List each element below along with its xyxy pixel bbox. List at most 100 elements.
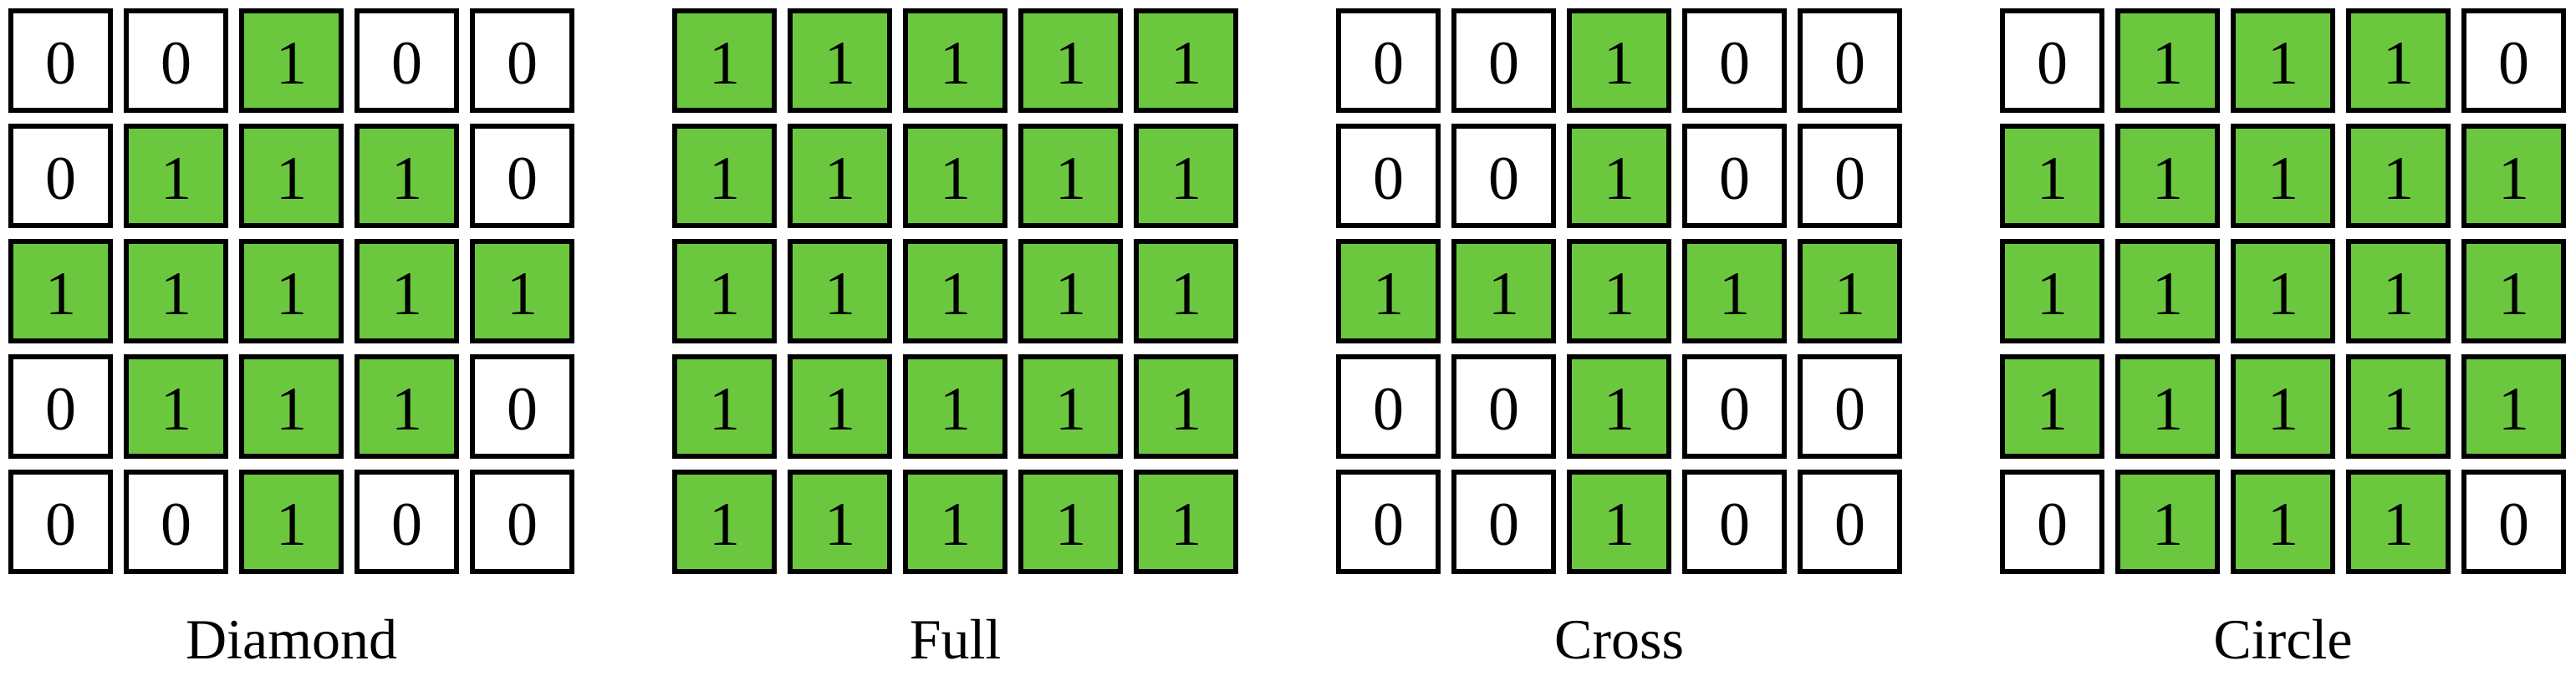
grid-cell-one: 1 <box>1018 124 1123 228</box>
grid-cell-one: 1 <box>239 124 344 228</box>
grid-cell-zero: 0 <box>1336 8 1441 113</box>
grid-cell-one: 1 <box>1798 239 1902 343</box>
grid-cell-zero: 0 <box>8 470 113 574</box>
grid-cell-one: 1 <box>1018 470 1123 574</box>
grid-cell-one: 1 <box>2231 470 2335 574</box>
grid-cell-one: 1 <box>788 354 892 459</box>
grid-label-cross: Cross <box>1554 607 1684 671</box>
grid-cell-zero: 0 <box>1451 354 1556 459</box>
grid-cell-one: 1 <box>1567 239 1671 343</box>
grid-cell-one: 1 <box>239 354 344 459</box>
grid-cell-zero: 0 <box>1798 8 1902 113</box>
grid-cell-zero: 0 <box>1451 470 1556 574</box>
grid-cell-one: 1 <box>2461 124 2566 228</box>
grid-cell-one: 1 <box>1336 239 1441 343</box>
grid-cell-zero: 0 <box>8 354 113 459</box>
grid-cell-zero: 0 <box>1682 470 1787 574</box>
grid-cell-zero: 0 <box>8 8 113 113</box>
grid-cell-one: 1 <box>1567 124 1671 228</box>
grid-cell-one: 1 <box>2461 354 2566 459</box>
grid-cell-one: 1 <box>1567 470 1671 574</box>
grid-cell-zero: 0 <box>2000 470 2104 574</box>
grid-cell-one: 1 <box>8 239 113 343</box>
grid-cell-zero: 0 <box>470 470 574 574</box>
grid-cell-one: 1 <box>239 239 344 343</box>
grid-cell-one: 1 <box>903 8 1007 113</box>
grid-cell-one: 1 <box>2115 8 2220 113</box>
grid-cell-zero: 0 <box>124 470 228 574</box>
grid-cell-one: 1 <box>1134 470 1238 574</box>
grid-cell-one: 1 <box>1451 239 1556 343</box>
grid-cell-zero: 0 <box>470 8 574 113</box>
grid-cell-one: 1 <box>2115 124 2220 228</box>
grid-cell-one: 1 <box>788 124 892 228</box>
grid-cell-one: 1 <box>124 354 228 459</box>
grid-cell-one: 1 <box>355 354 459 459</box>
grid-cell-one: 1 <box>903 354 1007 459</box>
grid-cell-one: 1 <box>903 470 1007 574</box>
grid-cell-zero: 0 <box>1451 124 1556 228</box>
grid-cell-one: 1 <box>788 470 892 574</box>
grid-cell-one: 1 <box>1018 354 1123 459</box>
grid-cell-one: 1 <box>2000 354 2104 459</box>
grid-cell-one: 1 <box>355 124 459 228</box>
grid-cell-one: 1 <box>1134 8 1238 113</box>
grid-cell-one: 1 <box>788 239 892 343</box>
grid-cell-one: 1 <box>2346 239 2451 343</box>
grid-cell-one: 1 <box>2346 470 2451 574</box>
grid-cell-one: 1 <box>2115 354 2220 459</box>
grid-cell-one: 1 <box>1134 354 1238 459</box>
grid-cell-one: 1 <box>124 239 228 343</box>
grid-cell-zero: 0 <box>1336 124 1441 228</box>
grid-cell-one: 1 <box>1134 124 1238 228</box>
grid-cell-zero: 0 <box>1336 470 1441 574</box>
grid-cell-one: 1 <box>903 239 1007 343</box>
grid-cell-zero: 0 <box>8 124 113 228</box>
grid-cell-one: 1 <box>2346 354 2451 459</box>
grid-cell-one: 1 <box>2346 124 2451 228</box>
grid-cell-one: 1 <box>672 470 777 574</box>
grid-cell-one: 1 <box>2346 8 2451 113</box>
grid-cell-zero: 0 <box>470 354 574 459</box>
grid-cell-one: 1 <box>239 470 344 574</box>
grid-cell-one: 1 <box>470 239 574 343</box>
grid-cell-zero: 0 <box>1682 354 1787 459</box>
grid-cell-one: 1 <box>672 354 777 459</box>
grid-cell-one: 1 <box>1567 8 1671 113</box>
grid-cell-one: 1 <box>2231 354 2335 459</box>
grid-cell-one: 1 <box>2461 239 2566 343</box>
grid-cell-one: 1 <box>355 239 459 343</box>
grid-cell-one: 1 <box>1018 8 1123 113</box>
grid-cell-zero: 0 <box>2000 8 2104 113</box>
grid-label-circle: Circle <box>2213 607 2353 671</box>
grid-cell-one: 1 <box>1567 354 1671 459</box>
grid-cell-zero: 0 <box>1798 354 1902 459</box>
grid-cell-one: 1 <box>2231 239 2335 343</box>
grid-cell-one: 1 <box>1682 239 1787 343</box>
grid-label-diamond: Diamond <box>185 607 398 671</box>
grid-cell-zero: 0 <box>2461 8 2566 113</box>
grid-cell-zero: 0 <box>1798 470 1902 574</box>
grid-cell-one: 1 <box>124 124 228 228</box>
grid-cell-zero: 0 <box>2461 470 2566 574</box>
grid-cell-one: 1 <box>239 8 344 113</box>
grid-cell-zero: 0 <box>1682 8 1787 113</box>
grid-cell-zero: 0 <box>1682 124 1787 228</box>
grid-cell-zero: 0 <box>470 124 574 228</box>
grid-label-full: Full <box>909 607 1002 671</box>
grid-cell-zero: 0 <box>1336 354 1441 459</box>
grid-cell-one: 1 <box>2231 8 2335 113</box>
grid-cell-zero: 0 <box>124 8 228 113</box>
grid-cell-one: 1 <box>788 8 892 113</box>
grid-cell-zero: 0 <box>1798 124 1902 228</box>
grid-cell-zero: 0 <box>1451 8 1556 113</box>
grid-cell-one: 1 <box>2231 124 2335 228</box>
